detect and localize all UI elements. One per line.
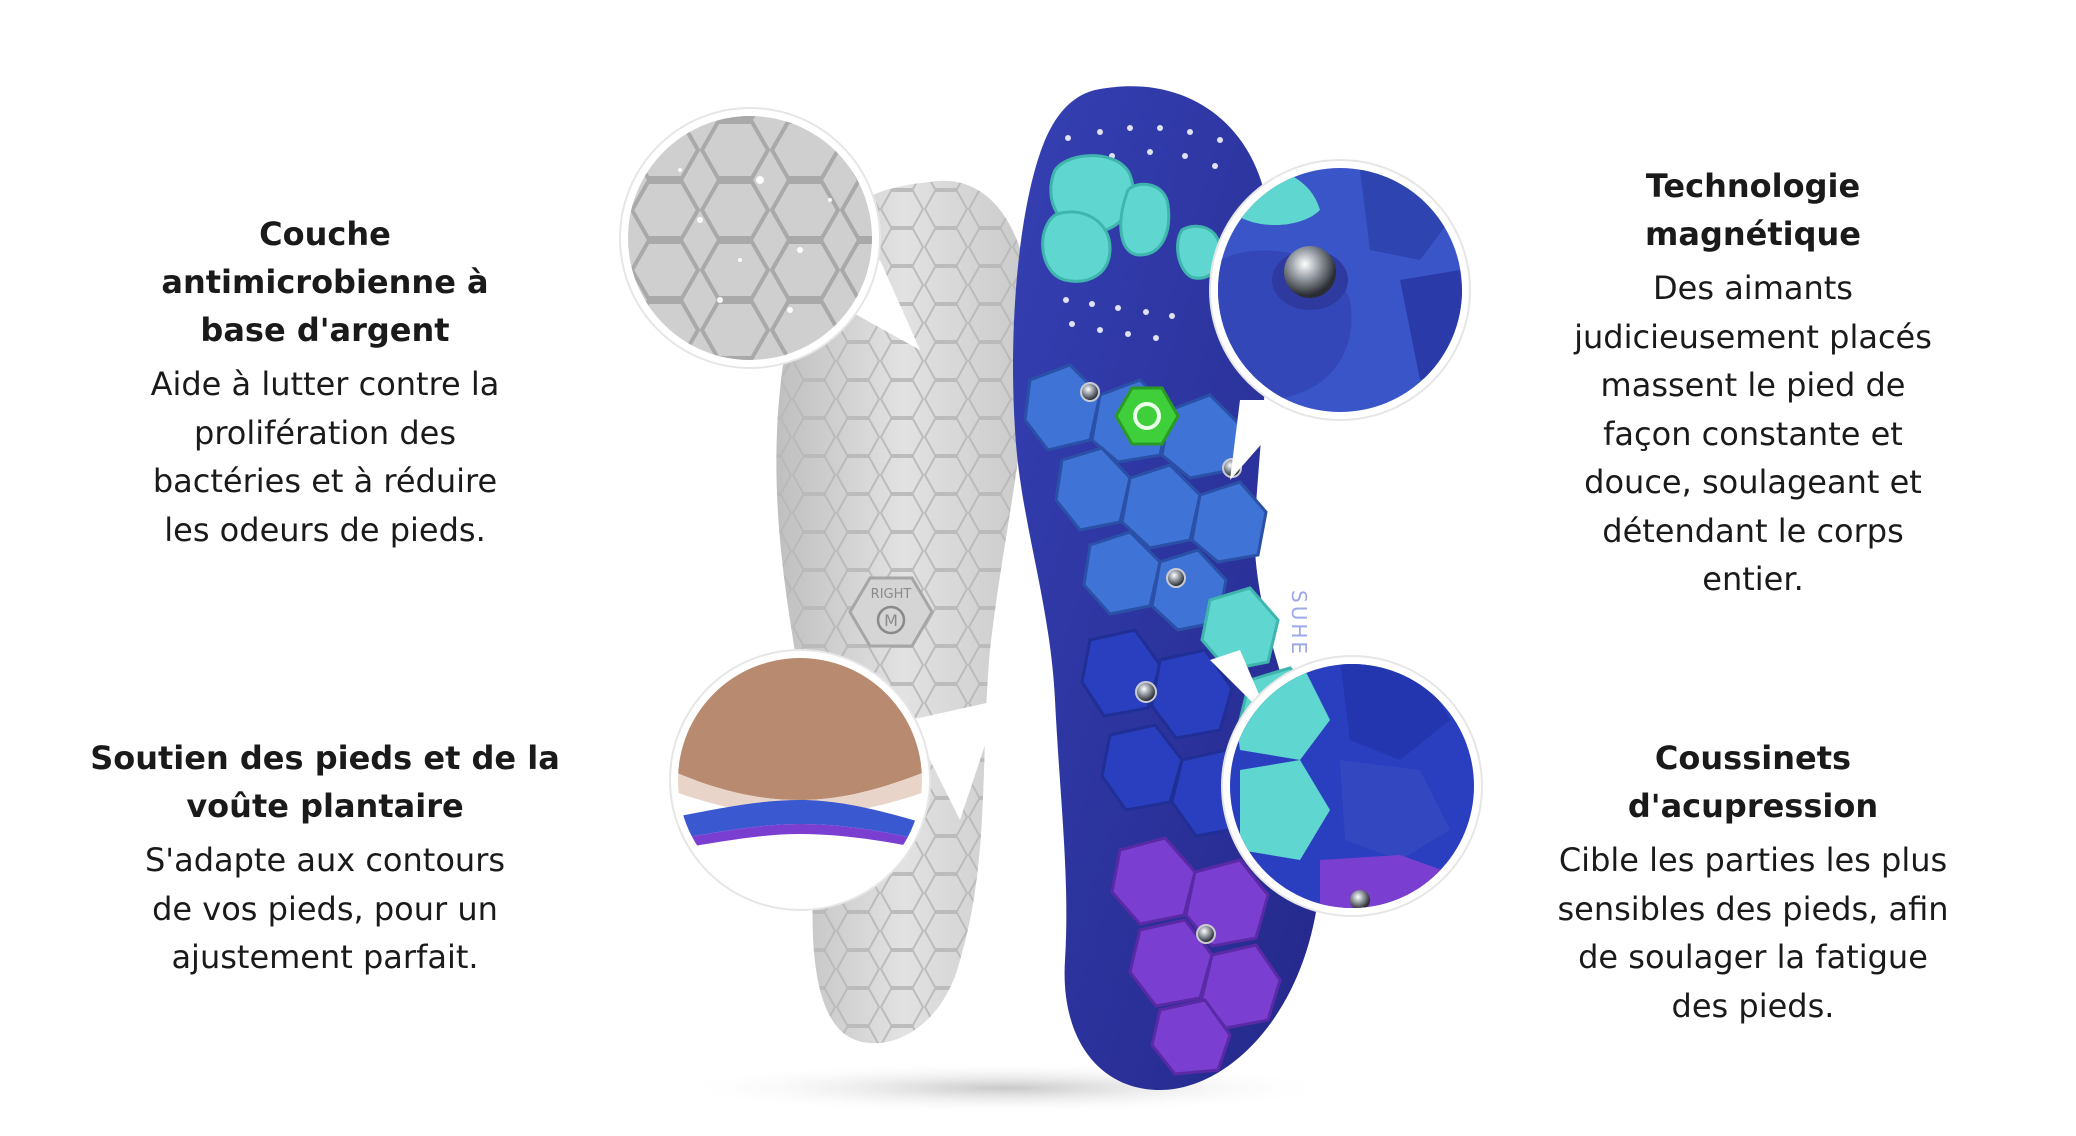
feature-arch-support: Soutien des pieds et de la voûte plantai… — [65, 734, 585, 982]
feature-title: Soutien des pieds et de la voûte plantai… — [90, 739, 560, 825]
size-label: M — [884, 611, 898, 630]
feature-antimicrobial: Couche antimicrobienne à base d'argent A… — [65, 210, 585, 554]
feature-magnetic: Technologie magnétique Des aimants judic… — [1493, 162, 2013, 604]
magnet-callout — [1209, 159, 1471, 480]
feature-title: Coussinets d'acupression — [1627, 739, 1879, 825]
insole-illustration: RIGHT M — [619, 86, 1483, 1114]
silver-layer-icon — [628, 116, 872, 360]
arch-support-callout — [669, 649, 1000, 911]
feature-title: Technologie magnétique — [1645, 167, 1861, 253]
feature-acupressure: Coussinets d'acupression Cible les parti… — [1493, 734, 2013, 1030]
feature-title: Couche antimicrobienne à base d'argent — [161, 215, 489, 349]
size-badge: RIGHT M — [848, 576, 934, 648]
brand-label: SUHE — [1287, 590, 1311, 657]
side-label: RIGHT — [871, 587, 912, 602]
ground-shadow — [675, 1062, 1335, 1114]
arch-support-icon — [678, 658, 922, 902]
acupressure-callout — [1210, 650, 1483, 917]
feature-description: S'adapte aux contours de vos pieds, pour… — [144, 841, 506, 976]
silver-layer-callout — [619, 107, 920, 369]
center-logo — [1114, 386, 1180, 446]
feature-description: Des aimants judicieusement placés massen… — [1574, 269, 1932, 598]
feature-description: Aide à lutter contre la prolifération de… — [150, 365, 500, 549]
feature-description: Cible les parties les plus sensibles des… — [1557, 841, 1949, 1025]
